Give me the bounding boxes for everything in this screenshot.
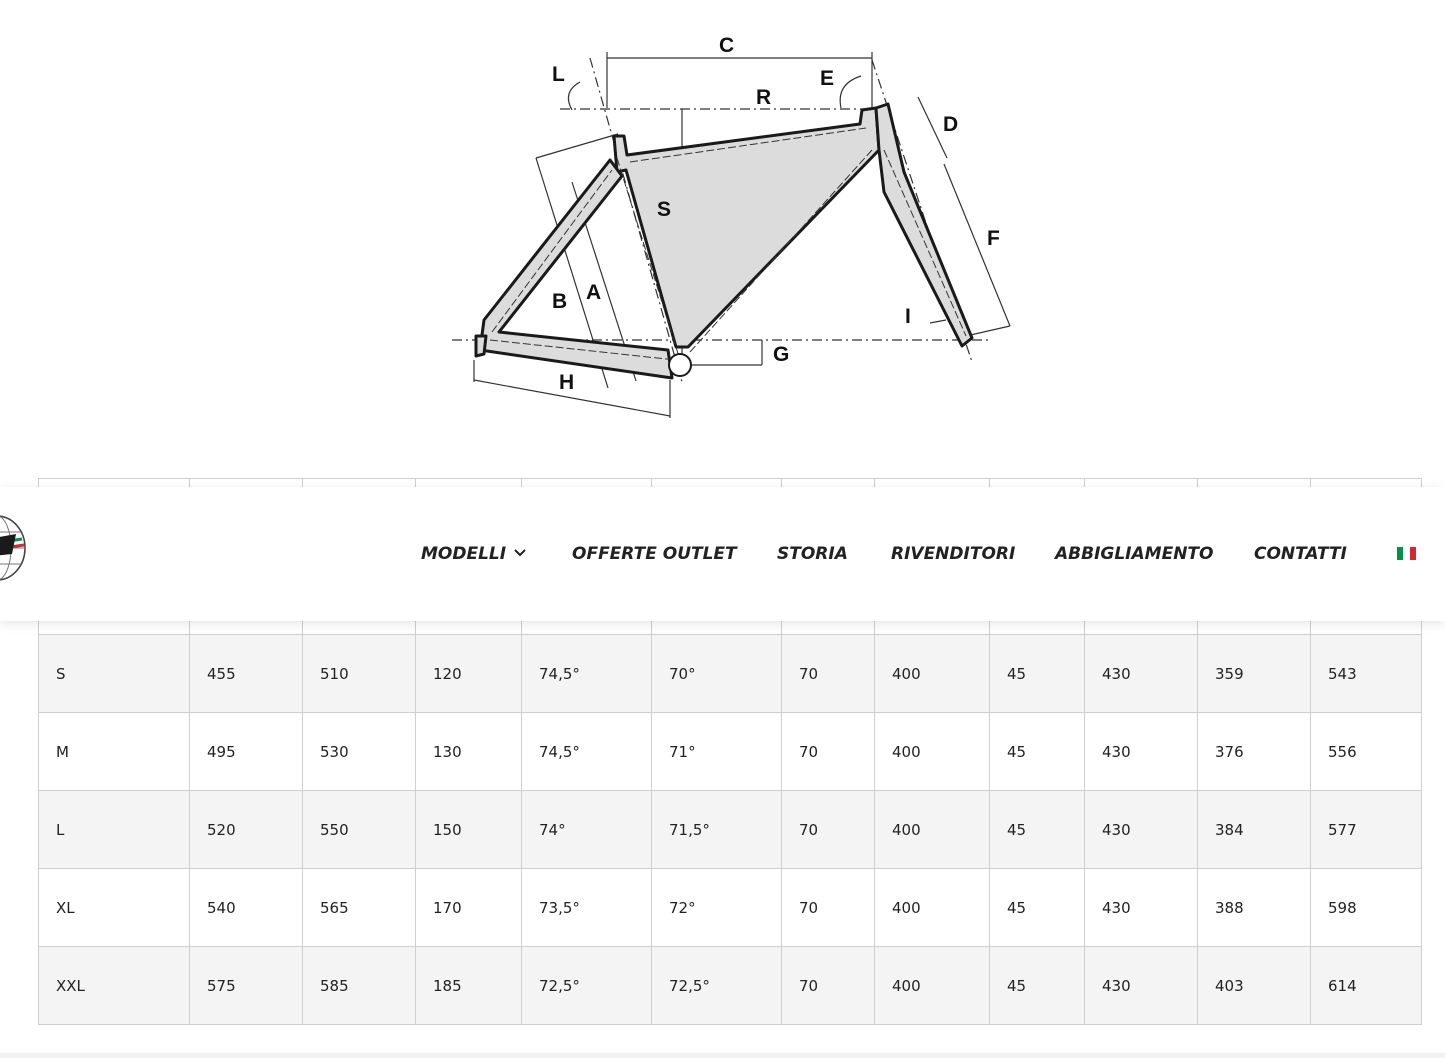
table-cell: 70	[781, 868, 875, 947]
chevron-down-icon[interactable]	[514, 548, 526, 557]
table-cell: 170	[415, 868, 522, 947]
table-cell: 543	[1310, 634, 1422, 713]
table-cell: 400	[874, 634, 990, 713]
table-cell: 74,5°	[521, 712, 652, 791]
table-cell: 130	[415, 712, 522, 791]
frame-geometry-diagram: C L E R D S F B A I G H	[452, 34, 1011, 418]
sticky-navbar: MODELLI OFFERTE OUTLET STORIA RIVENDITOR…	[0, 487, 1445, 621]
dim-label-h: H	[559, 371, 574, 394]
table-cell: 70°	[651, 634, 782, 713]
table-cell: 430	[1084, 868, 1198, 947]
table-cell: 45	[989, 790, 1085, 869]
table-cell: 430	[1084, 712, 1198, 791]
table-cell: 614	[1310, 946, 1422, 1025]
dim-label-d: D	[943, 113, 958, 136]
table-cell: 565	[302, 868, 416, 947]
dim-label-l: L	[552, 63, 565, 86]
table-cell: 495	[189, 712, 303, 791]
table-cell: 550	[302, 790, 416, 869]
table-cell: 388	[1197, 868, 1311, 947]
table-cell: 185	[415, 946, 522, 1025]
table-cell: 71,5°	[651, 790, 782, 869]
table-cell: 72,5°	[521, 946, 652, 1025]
nav-storia[interactable]: STORIA	[777, 544, 848, 564]
table-cell: 384	[1197, 790, 1311, 869]
table-cell: 74°	[521, 790, 652, 869]
dim-label-e: E	[820, 67, 834, 90]
dim-label-a: A	[586, 281, 601, 304]
table-cell: 74,5°	[521, 634, 652, 713]
table-cell: 70	[781, 946, 875, 1025]
table-cell: 73,5°	[521, 868, 652, 947]
table-cell: 575	[189, 946, 303, 1025]
table-cell: 510	[302, 634, 416, 713]
size-cell: S	[38, 634, 190, 713]
table-cell: 577	[1310, 790, 1422, 869]
table-cell: 400	[874, 868, 990, 947]
table-cell: 430	[1084, 634, 1198, 713]
table-cell: 120	[415, 634, 522, 713]
nav-abbigliamento[interactable]: ABBIGLIAMENTO	[1055, 544, 1214, 564]
table-cell: 70	[781, 634, 875, 713]
dim-label-f: F	[987, 227, 1000, 250]
table-cell: 70	[781, 790, 875, 869]
table-cell: 530	[302, 712, 416, 791]
table-cell: 45	[989, 868, 1085, 947]
size-cell: M	[38, 712, 190, 791]
table-cell: 400	[874, 790, 990, 869]
size-cell: XL	[38, 868, 190, 947]
table-cell: 45	[989, 712, 1085, 791]
table-cell: 430	[1084, 790, 1198, 869]
table-cell: 540	[189, 868, 303, 947]
table-cell: 403	[1197, 946, 1311, 1025]
dim-label-g: G	[773, 343, 789, 366]
table-cell: 70	[781, 712, 875, 791]
table-cell: 400	[874, 946, 990, 1025]
dim-label-s: S	[657, 198, 671, 221]
table-cell: 45	[989, 634, 1085, 713]
table-cell: 585	[302, 946, 416, 1025]
dim-label-b: B	[552, 290, 567, 313]
table-cell: 359	[1197, 634, 1311, 713]
nav-modelli[interactable]: MODELLI	[421, 544, 507, 564]
table-cell: 430	[1084, 946, 1198, 1025]
nav-contatti[interactable]: CONTATTI	[1254, 544, 1347, 564]
brand-logo[interactable]	[0, 512, 28, 584]
size-cell: XXL	[38, 946, 190, 1025]
nav-rivenditori[interactable]: RIVENDITORI	[891, 544, 1016, 564]
table-cell: 556	[1310, 712, 1422, 791]
dim-label-i: I	[905, 305, 911, 328]
italian-flag-icon[interactable]	[1397, 547, 1416, 560]
nav-offerte-outlet[interactable]: OFFERTE OUTLET	[572, 544, 737, 564]
table-cell: 72°	[651, 868, 782, 947]
dim-label-r: R	[756, 86, 771, 109]
table-cell: 520	[189, 790, 303, 869]
table-cell: 455	[189, 634, 303, 713]
table-cell: 45	[989, 946, 1085, 1025]
footer-divider	[0, 1053, 1445, 1058]
table-cell: 72,5°	[651, 946, 782, 1025]
table-cell: 376	[1197, 712, 1311, 791]
size-cell: L	[38, 790, 190, 869]
table-cell: 150	[415, 790, 522, 869]
table-cell: 400	[874, 712, 990, 791]
table-cell: 71°	[651, 712, 782, 791]
dim-label-c: C	[719, 34, 734, 57]
table-cell: 598	[1310, 868, 1422, 947]
